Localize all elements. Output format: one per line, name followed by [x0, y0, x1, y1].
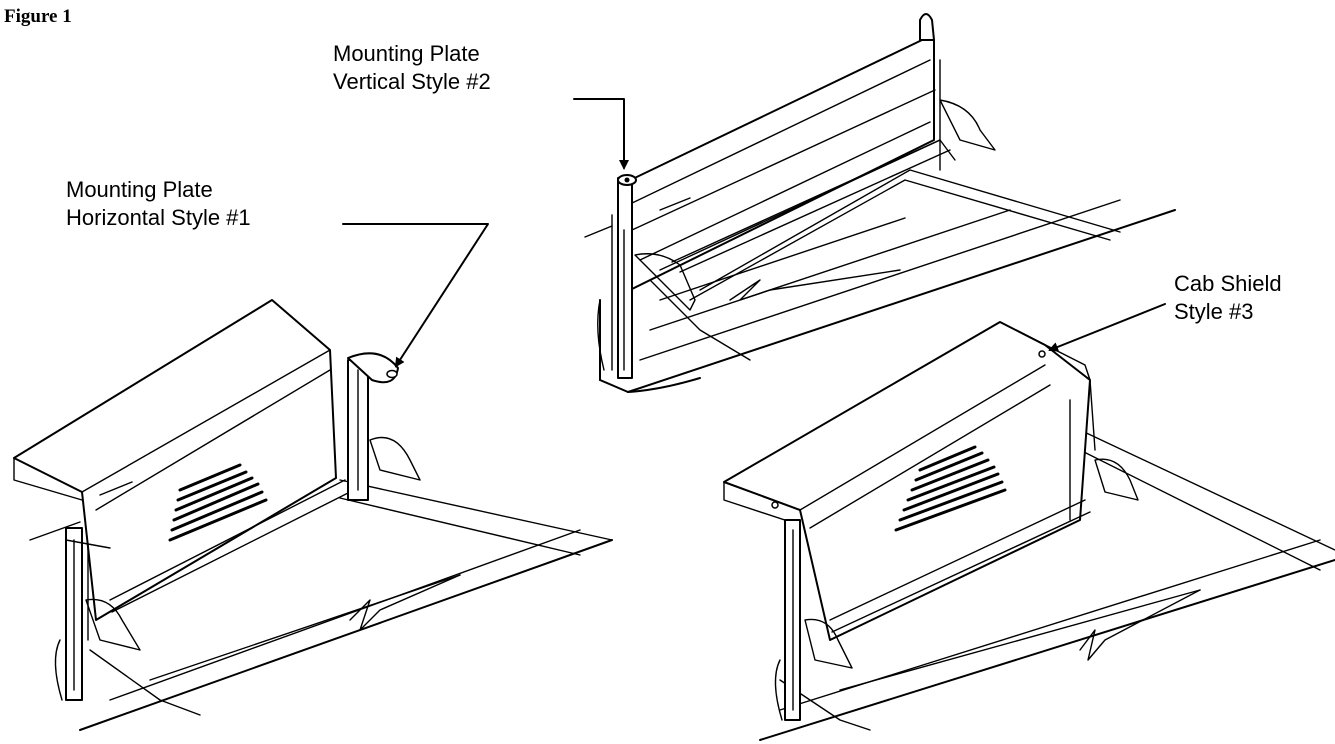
vent-slots — [894, 445, 1007, 532]
label-line: Mounting Plate — [333, 41, 480, 66]
vent-slots — [168, 463, 268, 542]
label-line: Horizontal Style #1 — [66, 205, 251, 230]
label-line: Style #3 — [1174, 299, 1254, 324]
label-line: Vertical Style #2 — [333, 69, 491, 94]
figure-title: Figure 1 — [4, 6, 72, 27]
label-line: Mounting Plate — [66, 177, 213, 202]
truck-bed-vertical-style-2 — [584, 13, 1176, 393]
label-line: Cab Shield — [1174, 271, 1282, 296]
label-horizontal-style-1: Mounting Plate Horizontal Style #1 — [66, 176, 251, 232]
truck-bed-cab-shield-style-3 — [723, 321, 1335, 741]
truck-bed-horizontal-style-1 — [13, 299, 613, 731]
label-cab-shield-style-3: Cab Shield Style #3 — [1174, 270, 1282, 326]
label-vertical-style-2: Mounting Plate Vertical Style #2 — [333, 40, 491, 96]
callout-arrows — [342, 98, 1166, 368]
